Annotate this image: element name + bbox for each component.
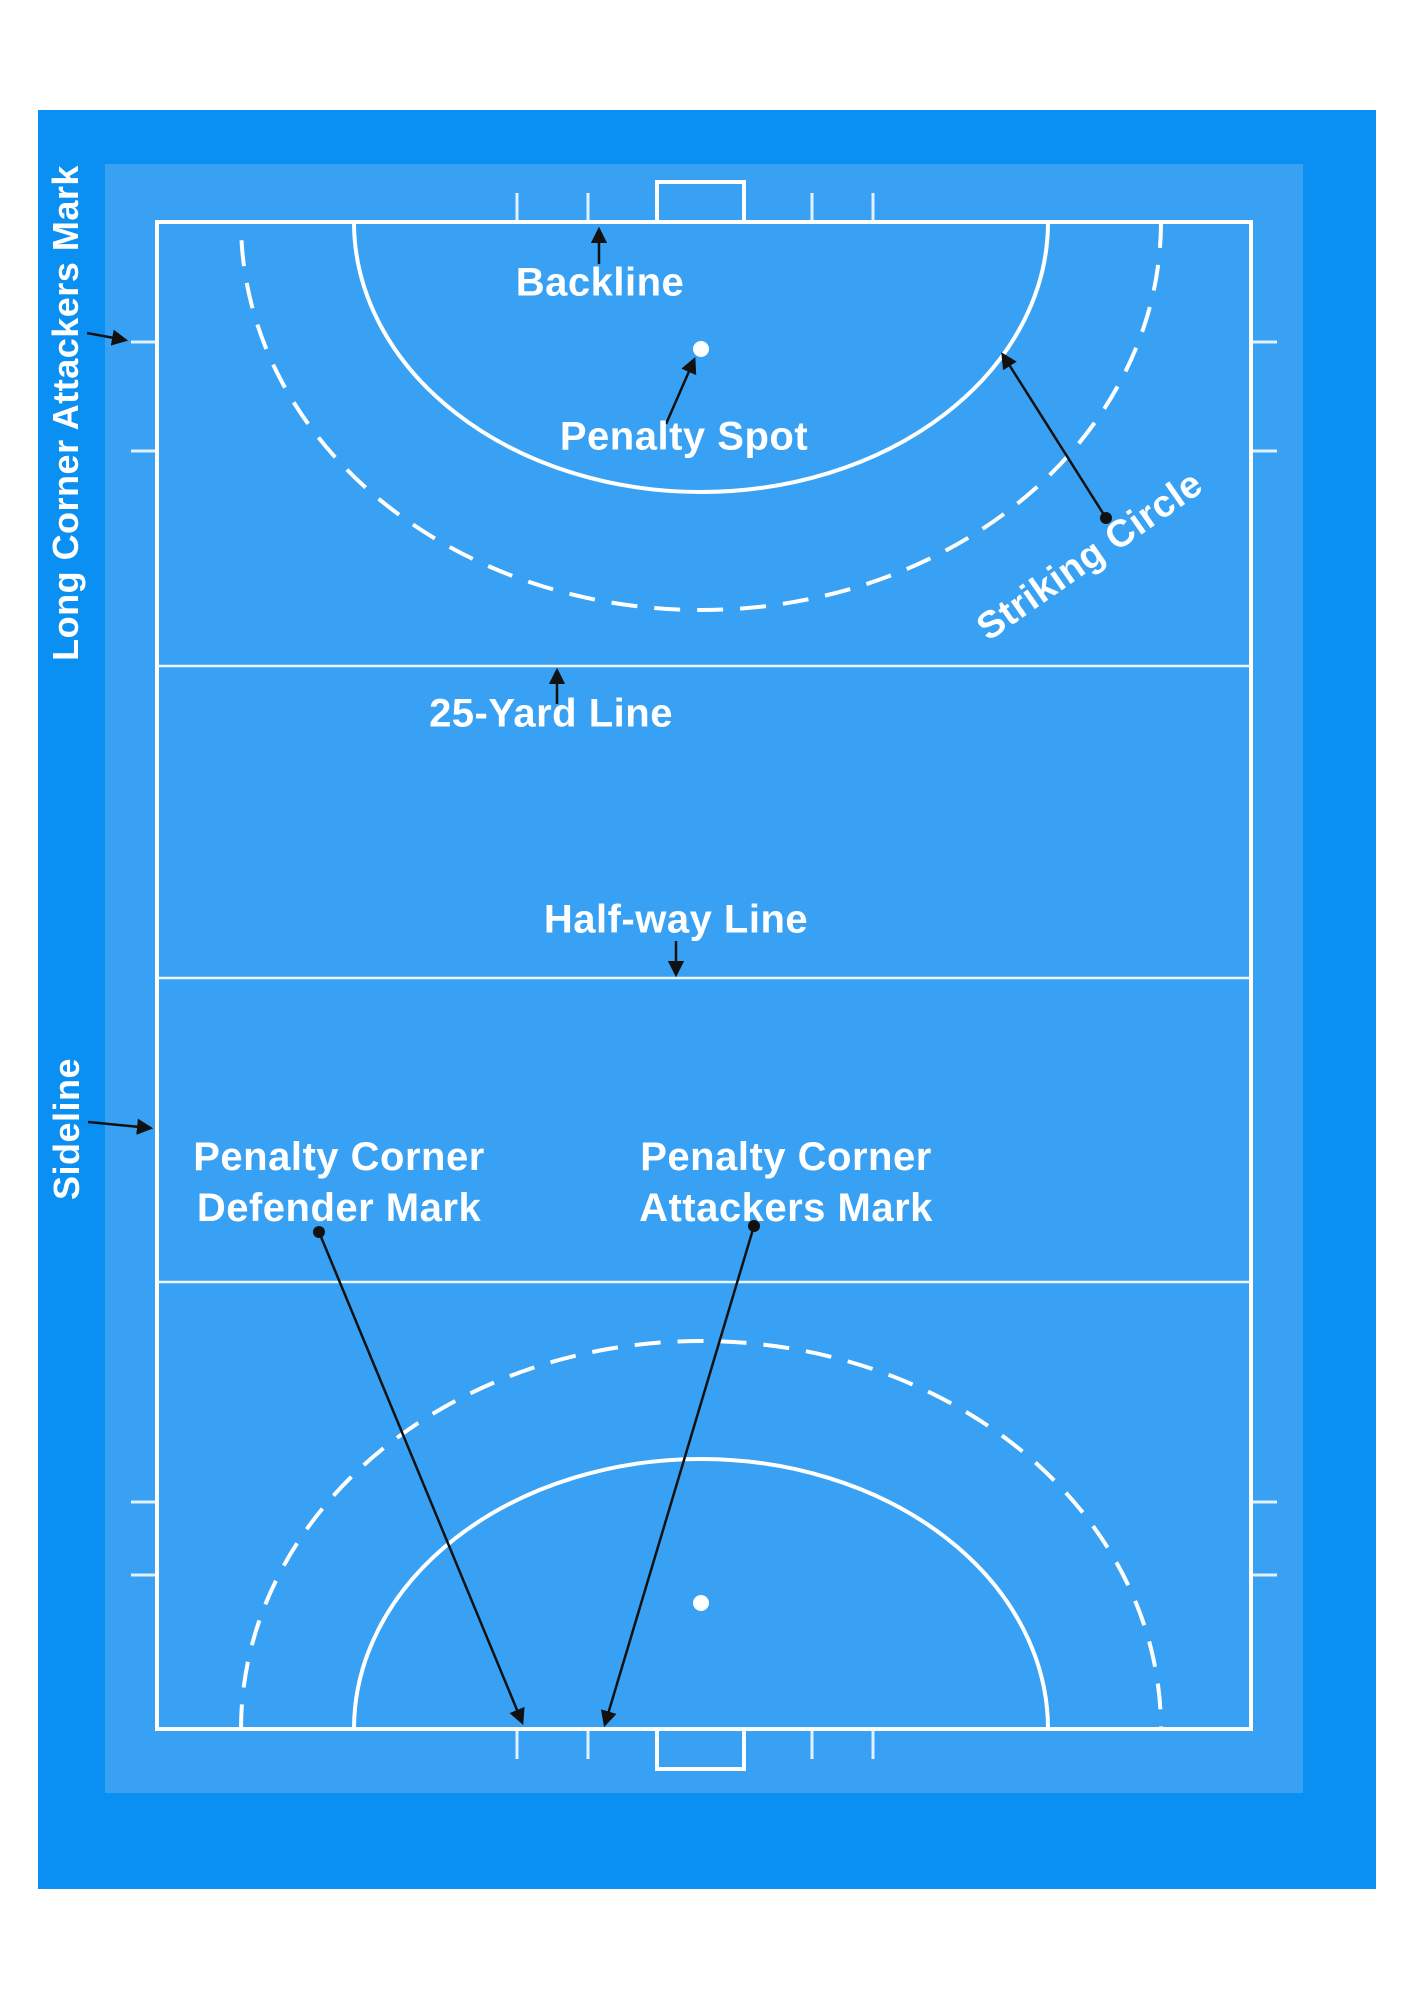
bottom-striking-circle bbox=[352, 1457, 1050, 1727]
arrow-long-corner-mark bbox=[86, 329, 129, 346]
sideline-label: Sideline bbox=[46, 1057, 88, 1201]
25-yard-line-label: 25-Yard Line bbox=[429, 691, 673, 736]
arrow-tail-dots bbox=[313, 512, 1112, 1238]
top-striking-circle bbox=[352, 224, 1050, 494]
pitch-outline bbox=[155, 220, 1253, 1731]
arrow-striking-circle bbox=[1001, 352, 1108, 519]
penalty-spot-top bbox=[693, 341, 709, 357]
top-broken-circle bbox=[239, 224, 1163, 612]
bottom-broken-circle bbox=[239, 1339, 1163, 1727]
penalty-corner-attackers-label: Penalty Corner Attackers Mark bbox=[639, 1132, 933, 1234]
sideline-ticks bbox=[131, 340, 1277, 1577]
penalty-corner-attackers-line1: Penalty Corner bbox=[640, 1135, 932, 1180]
arrow-pc-defender-mark bbox=[317, 1231, 525, 1726]
bottom-goal bbox=[655, 1727, 746, 1771]
long-corner-attackers-mark-label: Long Corner Attackers Mark bbox=[45, 165, 87, 661]
penalty-corner-attackers-line2: Attackers Mark bbox=[639, 1186, 933, 1230]
halfway-line-label: Half-way Line bbox=[543, 897, 809, 942]
penalty-spot-label: Penalty Spot bbox=[559, 414, 809, 459]
arrow-sideline bbox=[87, 1118, 154, 1135]
penalty-corner-defender-line2: Defender Mark bbox=[196, 1186, 482, 1230]
arrow-penalty-spot bbox=[664, 357, 697, 425]
penalty-corner-defender-label: Penalty Corner Defender Mark bbox=[193, 1132, 485, 1234]
penalty-spot-bottom bbox=[693, 1595, 709, 1611]
arrow-pc-attackers-mark bbox=[600, 1225, 756, 1728]
backline-ticks bbox=[515, 193, 875, 1759]
top-goal bbox=[655, 180, 746, 224]
backline-label: Backline bbox=[515, 260, 685, 305]
penalty-corner-defender-line1: Penalty Corner bbox=[193, 1135, 485, 1180]
